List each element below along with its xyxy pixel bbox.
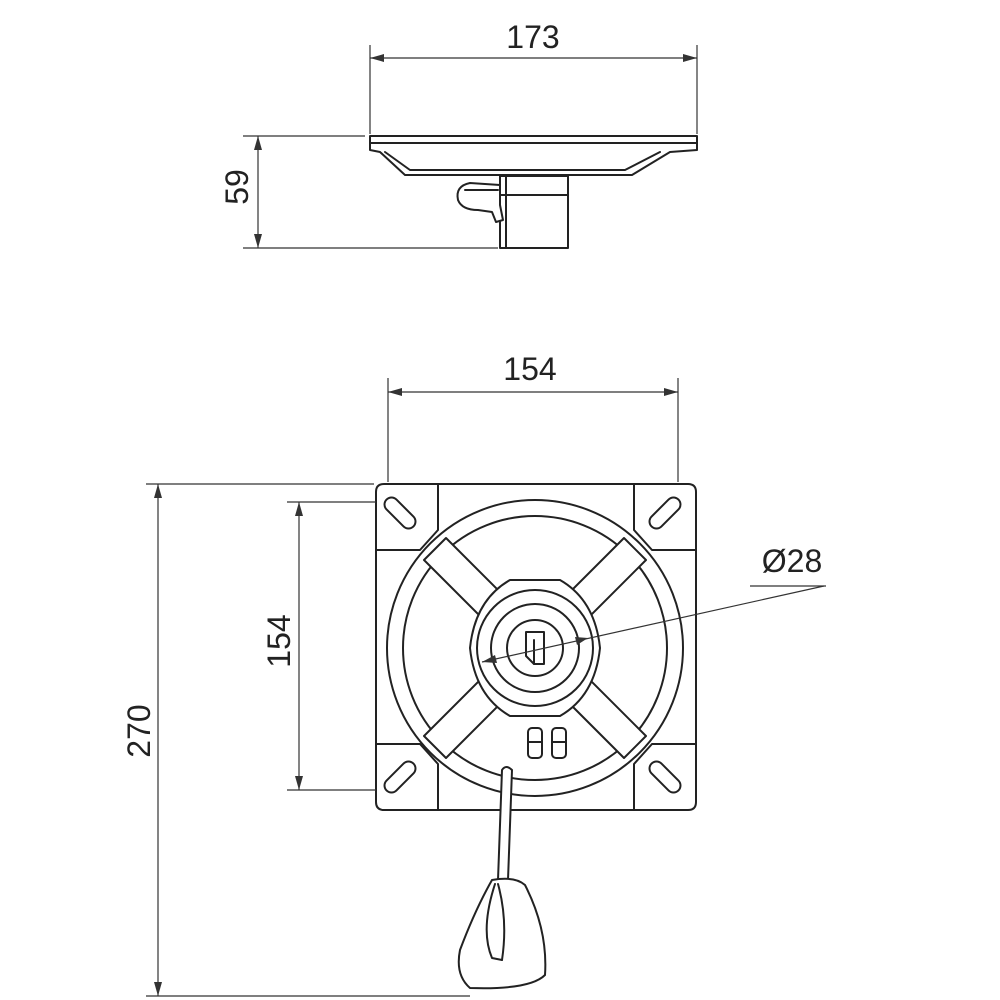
side-view-lever <box>456 182 504 223</box>
release-lever-handle <box>457 877 547 990</box>
mounting-slot-top-right <box>648 496 682 530</box>
side-view-plate-dish <box>384 151 661 171</box>
mounting-slot-top-left <box>383 496 417 530</box>
overall-length-label: 270 <box>121 704 157 757</box>
top-view <box>375 483 697 990</box>
side-height-label: 59 <box>219 169 255 205</box>
hole-spacing-label: 154 <box>261 614 297 667</box>
corner-pad-bottom-right <box>633 743 697 811</box>
dimension-top-width: 154 <box>387 351 679 482</box>
corner-pad-bottom-left <box>375 743 439 811</box>
release-lever-arm <box>497 766 513 881</box>
side-view-column <box>499 175 569 249</box>
mounting-slot-bottom-right <box>648 760 682 794</box>
dimension-bore: Ø28 <box>481 543 826 663</box>
corner-pad-top-right <box>633 483 697 551</box>
latch-detail <box>527 727 567 759</box>
mounting-slot-bottom-left <box>383 760 417 794</box>
release-lever-grip-face <box>485 883 503 961</box>
dimension-side-height: 59 <box>219 135 498 249</box>
side-view <box>369 135 698 249</box>
top-width-label: 154 <box>503 351 556 387</box>
corner-pad-top-left <box>375 483 439 551</box>
bore-label: Ø28 <box>762 543 822 579</box>
side-view-top-plate <box>369 135 698 176</box>
dimension-overall-length: 270 <box>121 483 470 997</box>
dimension-side-width: 173 <box>369 19 698 134</box>
release-lever-grip-line <box>497 883 506 961</box>
swivel-inner-ring <box>402 515 668 781</box>
hub-collar-inner <box>490 603 580 693</box>
side-width-label: 173 <box>506 19 559 55</box>
swivel-outer-ring <box>386 499 684 797</box>
dimension-hole-spacing: 154 <box>261 501 376 791</box>
